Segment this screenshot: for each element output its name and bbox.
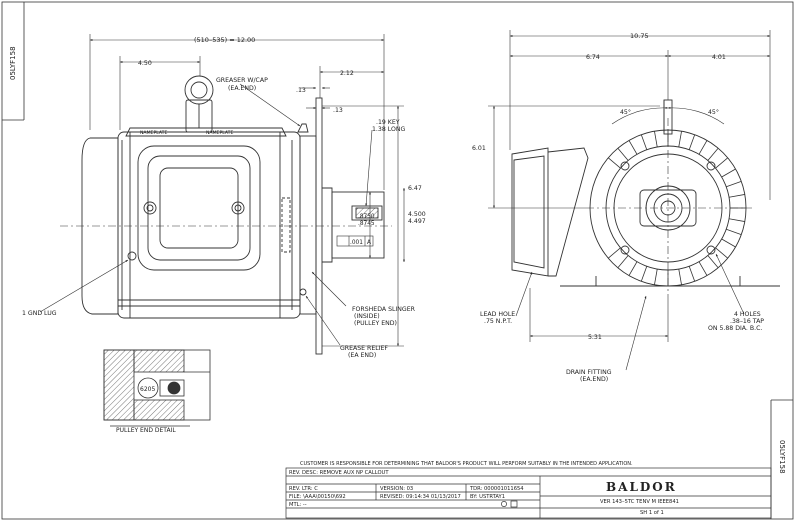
- cooling-fin: [678, 131, 682, 148]
- end-view-dimensions: [488, 30, 771, 371]
- cooling-fin: [628, 261, 638, 276]
- dim-2-12-label: 2.12: [340, 70, 354, 77]
- rev-desc: REV. DESC: REMOVE AUX NP CALLOUT: [289, 470, 389, 476]
- angle-left-label: 45°: [620, 108, 631, 116]
- cooling-fin: [715, 157, 729, 169]
- drawing-id-right: 05LYF158: [778, 440, 786, 474]
- cooling-fin: [698, 140, 708, 155]
- cooling-fin: [617, 255, 629, 269]
- dim-6-47-label: 6.47: [408, 185, 422, 192]
- pulley-end-labels: 6205 PULLEY END DETAIL: [116, 386, 176, 434]
- tdr-number: TDR: 000001011654: [470, 486, 524, 492]
- datum-label: A: [367, 240, 371, 246]
- lead-hole-label-2: .75 N.P.T.: [484, 318, 512, 325]
- title-block: [285, 467, 772, 519]
- cooling-fin: [640, 266, 648, 282]
- model-description: VER 143–5TC TENV M IEEE841: [600, 499, 679, 505]
- shaft-dia-bot: .8745: [358, 221, 375, 227]
- slinger-label-1: FORSHEDA SLINGER: [352, 306, 416, 313]
- rev-letter: REV. LTR: C: [289, 486, 318, 492]
- lead-hole-label-1: LEAD HOLE: [480, 311, 515, 318]
- cooling-fin: [721, 168, 736, 178]
- disclaimer: CUSTOMER IS RESPONSIBLE FOR DETERMINING …: [300, 461, 633, 467]
- cooling-fin: [654, 268, 658, 285]
- sheet-number: SH 1 of 1: [640, 510, 664, 516]
- gnd-lug-label: 1 GND LUG: [22, 310, 57, 317]
- cooling-fin: [728, 218, 745, 222]
- drain-fitting-label-1: DRAIN FITTING: [566, 369, 612, 376]
- cooling-fin: [726, 228, 742, 236]
- side-view: [60, 75, 392, 355]
- detail-label: PULLEY END DETAIL: [116, 427, 176, 434]
- cooling-fin: [707, 255, 719, 269]
- nameplate-label-2: NAMEPLATE: [206, 130, 233, 136]
- version: VERSION: 03: [380, 486, 414, 492]
- cooling-fin: [688, 266, 696, 282]
- shaft-dia-top: .8750: [358, 214, 375, 220]
- cooling-fin: [607, 247, 621, 259]
- cooling-fin: [617, 147, 629, 161]
- holes-label-3: ON 5.88 DIA. B.C.: [708, 325, 762, 332]
- cooling-fin: [654, 131, 658, 148]
- cooling-fin: [678, 268, 682, 285]
- end-view-fins: [607, 130, 746, 286]
- cooling-fin: [698, 261, 708, 276]
- relief-label-2: (EA END): [348, 352, 376, 359]
- tolerance-label: .001: [350, 240, 363, 246]
- pilot-dia-bot: 4.497: [408, 218, 426, 225]
- slinger-label-2: (INSIDE): [354, 313, 380, 320]
- holes-label-2: .38–16 TAP: [730, 318, 764, 325]
- cooling-fin: [721, 238, 736, 248]
- key-label-2: 1.38 LONG: [372, 126, 405, 133]
- overall-length-label: (510–535) = 12.00: [194, 36, 255, 44]
- greaser-label-2: (EA.END): [228, 85, 256, 92]
- slinger-label-3: (PULLEY END): [354, 320, 397, 327]
- cooling-fin: [688, 134, 696, 150]
- pulley-end-detail: [103, 349, 211, 427]
- brand-logo: BALDOR: [606, 480, 677, 494]
- angle-right-label: 45°: [708, 108, 719, 116]
- key-label-1: .19 KEY: [376, 119, 400, 126]
- side-view-labels: (510–535) = 12.00 4.50 2.12 .13 .13 6.47…: [22, 36, 426, 359]
- overall-width-label: 10.75: [630, 32, 649, 40]
- greaser-label-1: GREASER W/CAP: [216, 77, 268, 84]
- file-path: FILE: \AAA\00150\692: [289, 494, 346, 500]
- revised-date: REVISED: 09:14:34 01/13/2017: [380, 494, 461, 500]
- side-view-dimensions: [39, 34, 405, 347]
- bearing-label: 6205: [140, 386, 155, 393]
- dim-4-50-label: 4.50: [138, 60, 152, 67]
- cooling-fin: [707, 147, 719, 161]
- drawing-id-left: 05LYF158: [9, 46, 17, 80]
- dim-6-74-label: 6.74: [586, 54, 600, 61]
- cooling-fin: [640, 134, 648, 150]
- dim-6-01-label: 6.01: [472, 145, 486, 152]
- cooling-fin: [628, 140, 638, 155]
- end-view-labels: 10.75 6.74 4.01 6.01 45° 45° 5.31 LEAD H…: [472, 32, 764, 383]
- dim-13a-label: .13: [296, 87, 306, 94]
- holes-label-1: 4 HOLES: [734, 311, 761, 318]
- material: MTL: --: [289, 502, 307, 508]
- dim-13b-label: .13: [333, 107, 343, 114]
- cooling-fin: [715, 247, 729, 259]
- relief-label-1: GREASE RELIEF: [340, 345, 388, 352]
- cooling-fin: [728, 194, 745, 198]
- dim-4-01-label: 4.01: [712, 54, 726, 61]
- pilot-dia-top: 4.500: [408, 211, 426, 218]
- cooling-fin: [726, 180, 742, 188]
- cooling-fin: [607, 157, 621, 169]
- nameplate-label: NAMEPLATE: [140, 130, 167, 136]
- revised-by: BY: USTRTAY1: [470, 494, 506, 500]
- dim-5-31-label: 5.31: [588, 334, 602, 341]
- drain-fitting-label-2: (EA.END): [580, 376, 608, 383]
